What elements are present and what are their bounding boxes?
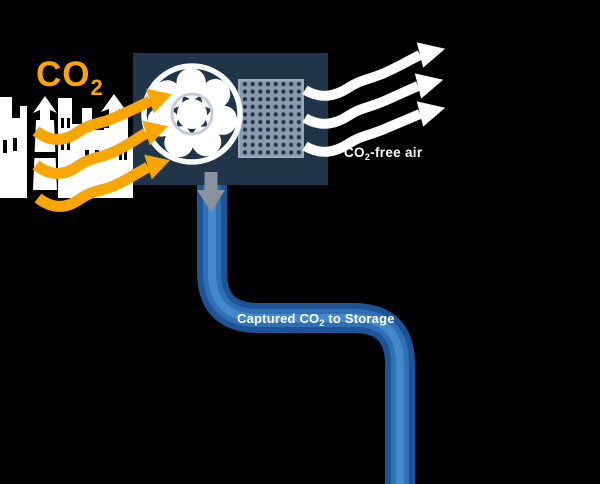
dotted-filter-icon xyxy=(238,79,304,158)
co2-text: CO xyxy=(36,55,91,94)
wavy-clean-air-arrowheads xyxy=(414,42,446,127)
wavy-co2-arrow-icon xyxy=(34,162,151,212)
captured-co2-storage-label: Captured CO2 to Storage xyxy=(237,312,395,328)
air-label-pre: CO xyxy=(344,145,365,160)
co2-inflow-label: CO2 xyxy=(36,57,103,99)
wavy-clean-air-arrow-icons xyxy=(302,50,423,157)
wavy-co2-arrow-icon xyxy=(32,128,149,179)
wavy-co2-arrow-icon xyxy=(32,96,153,145)
pipe-label-subscript: 2 xyxy=(319,318,325,328)
air-label-subscript: 2 xyxy=(364,152,371,162)
fan-icon xyxy=(141,63,243,165)
down-arrow-icon xyxy=(197,172,225,212)
storage-pipe xyxy=(197,178,415,484)
wavy-clean-air-arrow-icon xyxy=(302,109,422,157)
air-label-post: -free air xyxy=(370,145,423,160)
wavy-clean-air-arrow-icon xyxy=(302,50,423,101)
pipe-label-post: to Storage xyxy=(324,311,395,326)
wavy-co2-arrow-icons xyxy=(32,96,153,212)
emission-up-arrow-icon xyxy=(33,96,57,136)
pipe-label-pre: Captured CO xyxy=(237,311,320,326)
co2-subscript: 2 xyxy=(90,75,103,100)
co2-free-air-label: CO2-free air xyxy=(344,146,422,162)
wavy-co2-arrowheads xyxy=(142,88,172,180)
wavy-clean-air-arrow-icon xyxy=(302,81,420,129)
